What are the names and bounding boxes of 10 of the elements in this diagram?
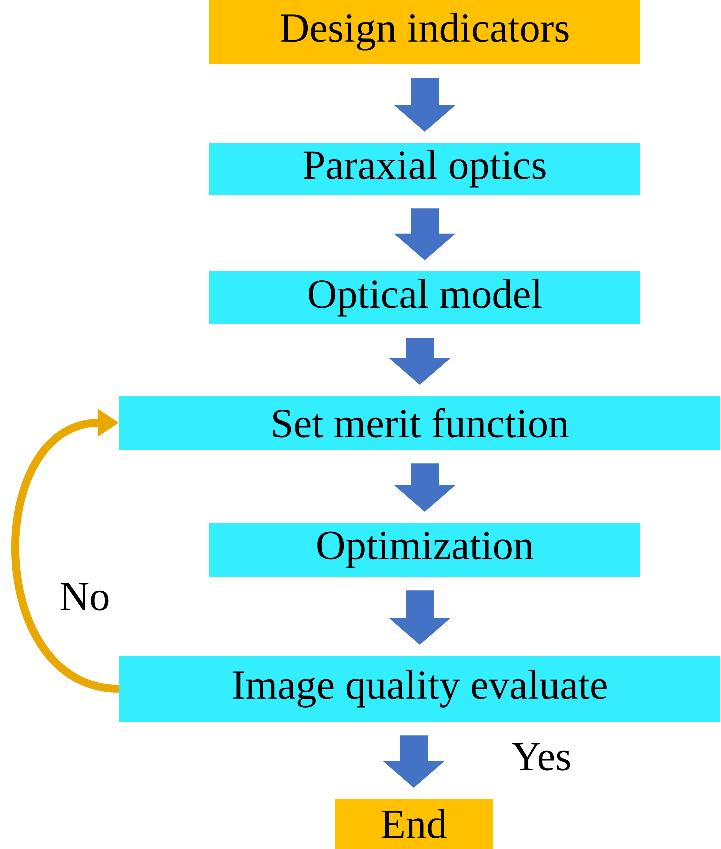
process-box: Optical model	[210, 272, 640, 324]
edge-label: No	[58, 582, 112, 612]
process-box: Image quality evaluate	[120, 656, 720, 722]
process-box: Set merit function	[120, 396, 720, 450]
terminal-box: Design indicators	[210, 0, 640, 64]
edge-label: Yes	[510, 742, 574, 772]
process-box: Optimization	[210, 523, 640, 577]
process-box: Paraxial optics	[210, 143, 640, 195]
loop-arrow	[12, 408, 120, 693]
terminal-box: End	[335, 799, 493, 849]
